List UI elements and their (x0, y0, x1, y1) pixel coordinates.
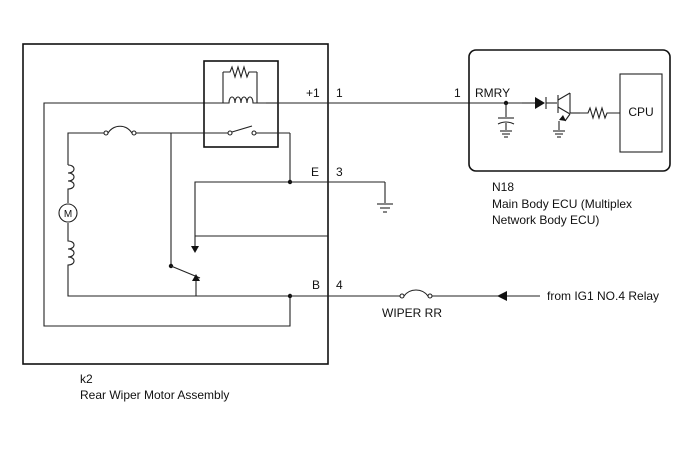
assembly-id: k2 (80, 372, 93, 386)
motor-symbol (58, 203, 78, 223)
ground-icon (500, 130, 512, 138)
motor-top-wire (67, 132, 104, 165)
plus1-pin-number: 1 (336, 86, 343, 100)
e-internal-wire (194, 181, 290, 251)
transistor-emitter (557, 106, 571, 115)
diode-icon (535, 97, 545, 109)
ecu-resistor (580, 106, 620, 120)
fuse-label: WIPER RR (382, 306, 442, 320)
plus1-pin-name: +1 (306, 86, 320, 100)
ecu-name-line1: Main Body ECU (Multiplex (492, 197, 633, 211)
capacitor-plate (497, 121, 515, 125)
motor-assembly-box (22, 43, 329, 365)
internal-fuse (107, 125, 133, 134)
ecu-pin-number: 1 (454, 86, 461, 100)
relay-switch-blade (231, 125, 253, 133)
ground-icon (377, 203, 393, 213)
feed-arrow-icon (497, 291, 507, 301)
source-label: from IG1 NO.4 Relay (547, 289, 660, 303)
relay-box (203, 60, 279, 148)
relay-contact (251, 130, 257, 136)
ground-icon (553, 130, 565, 138)
transistor-arrow (559, 115, 566, 121)
e-pin-name: E (311, 165, 320, 179)
e-arrow (191, 246, 199, 253)
inner-loop-wire (43, 102, 291, 327)
fuse-terminal (399, 293, 405, 299)
cam-switch-arrow (192, 274, 200, 281)
ecu-pin-name: RMRY (475, 86, 511, 100)
motor-winding-upper (67, 164, 75, 203)
fuse-terminal (131, 130, 137, 136)
b-pin-number: 4 (336, 278, 343, 292)
relay-contact (227, 130, 233, 136)
wiper-rr-fuse (403, 289, 429, 297)
e-pin-number: 3 (336, 165, 343, 179)
ecu-box (468, 49, 671, 172)
transistor-collector (557, 92, 571, 101)
assembly-name: Rear Wiper Motor Assembly (80, 388, 230, 402)
transistor-emitter (564, 113, 571, 122)
ecu-name-line2: Network Body ECU) (492, 213, 600, 227)
cpu-label: CPU (628, 105, 653, 119)
motor-symbol-label: M (64, 209, 72, 220)
fuse-terminal (103, 130, 109, 136)
fuse-terminal (427, 293, 433, 299)
ecu-id: N18 (492, 180, 515, 194)
b-pin-name: B (312, 278, 321, 292)
relay-resistor (222, 65, 258, 103)
relay-coil (215, 96, 266, 104)
motor-winding-lower (67, 223, 290, 297)
